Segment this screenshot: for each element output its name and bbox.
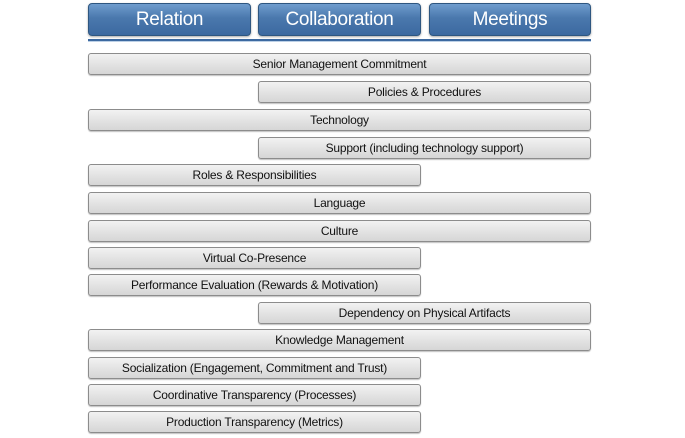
header-divider [88, 39, 591, 41]
bar-support: Support (including technology support) [258, 137, 591, 159]
bar-policies-procedures: Policies & Procedures [258, 81, 591, 103]
header-divider-highlight [88, 41, 591, 42]
bar-language: Language [88, 192, 591, 214]
bar-production-transparency: Production Transparency (Metrics) [88, 411, 421, 433]
header-relation: Relation [88, 3, 251, 36]
bar-performance-evaluation: Performance Evaluation (Rewards & Motiva… [88, 274, 421, 296]
bar-dependency-physical-artifacts: Dependency on Physical Artifacts [258, 302, 591, 324]
header-meetings: Meetings [429, 3, 591, 36]
bar-culture: Culture [88, 220, 591, 242]
header-collaboration: Collaboration [258, 3, 421, 36]
bar-socialization: Socialization (Engagement, Commitment an… [88, 357, 421, 379]
bar-virtual-co-presence: Virtual Co-Presence [88, 247, 421, 269]
bar-roles-responsibilities: Roles & Responsibilities [88, 164, 421, 186]
bar-senior-management-commitment: Senior Management Commitment [88, 53, 591, 75]
bar-knowledge-management: Knowledge Management [88, 329, 591, 351]
bar-coordinative-transparency: Coordinative Transparency (Processes) [88, 384, 421, 406]
bar-technology: Technology [88, 109, 591, 131]
